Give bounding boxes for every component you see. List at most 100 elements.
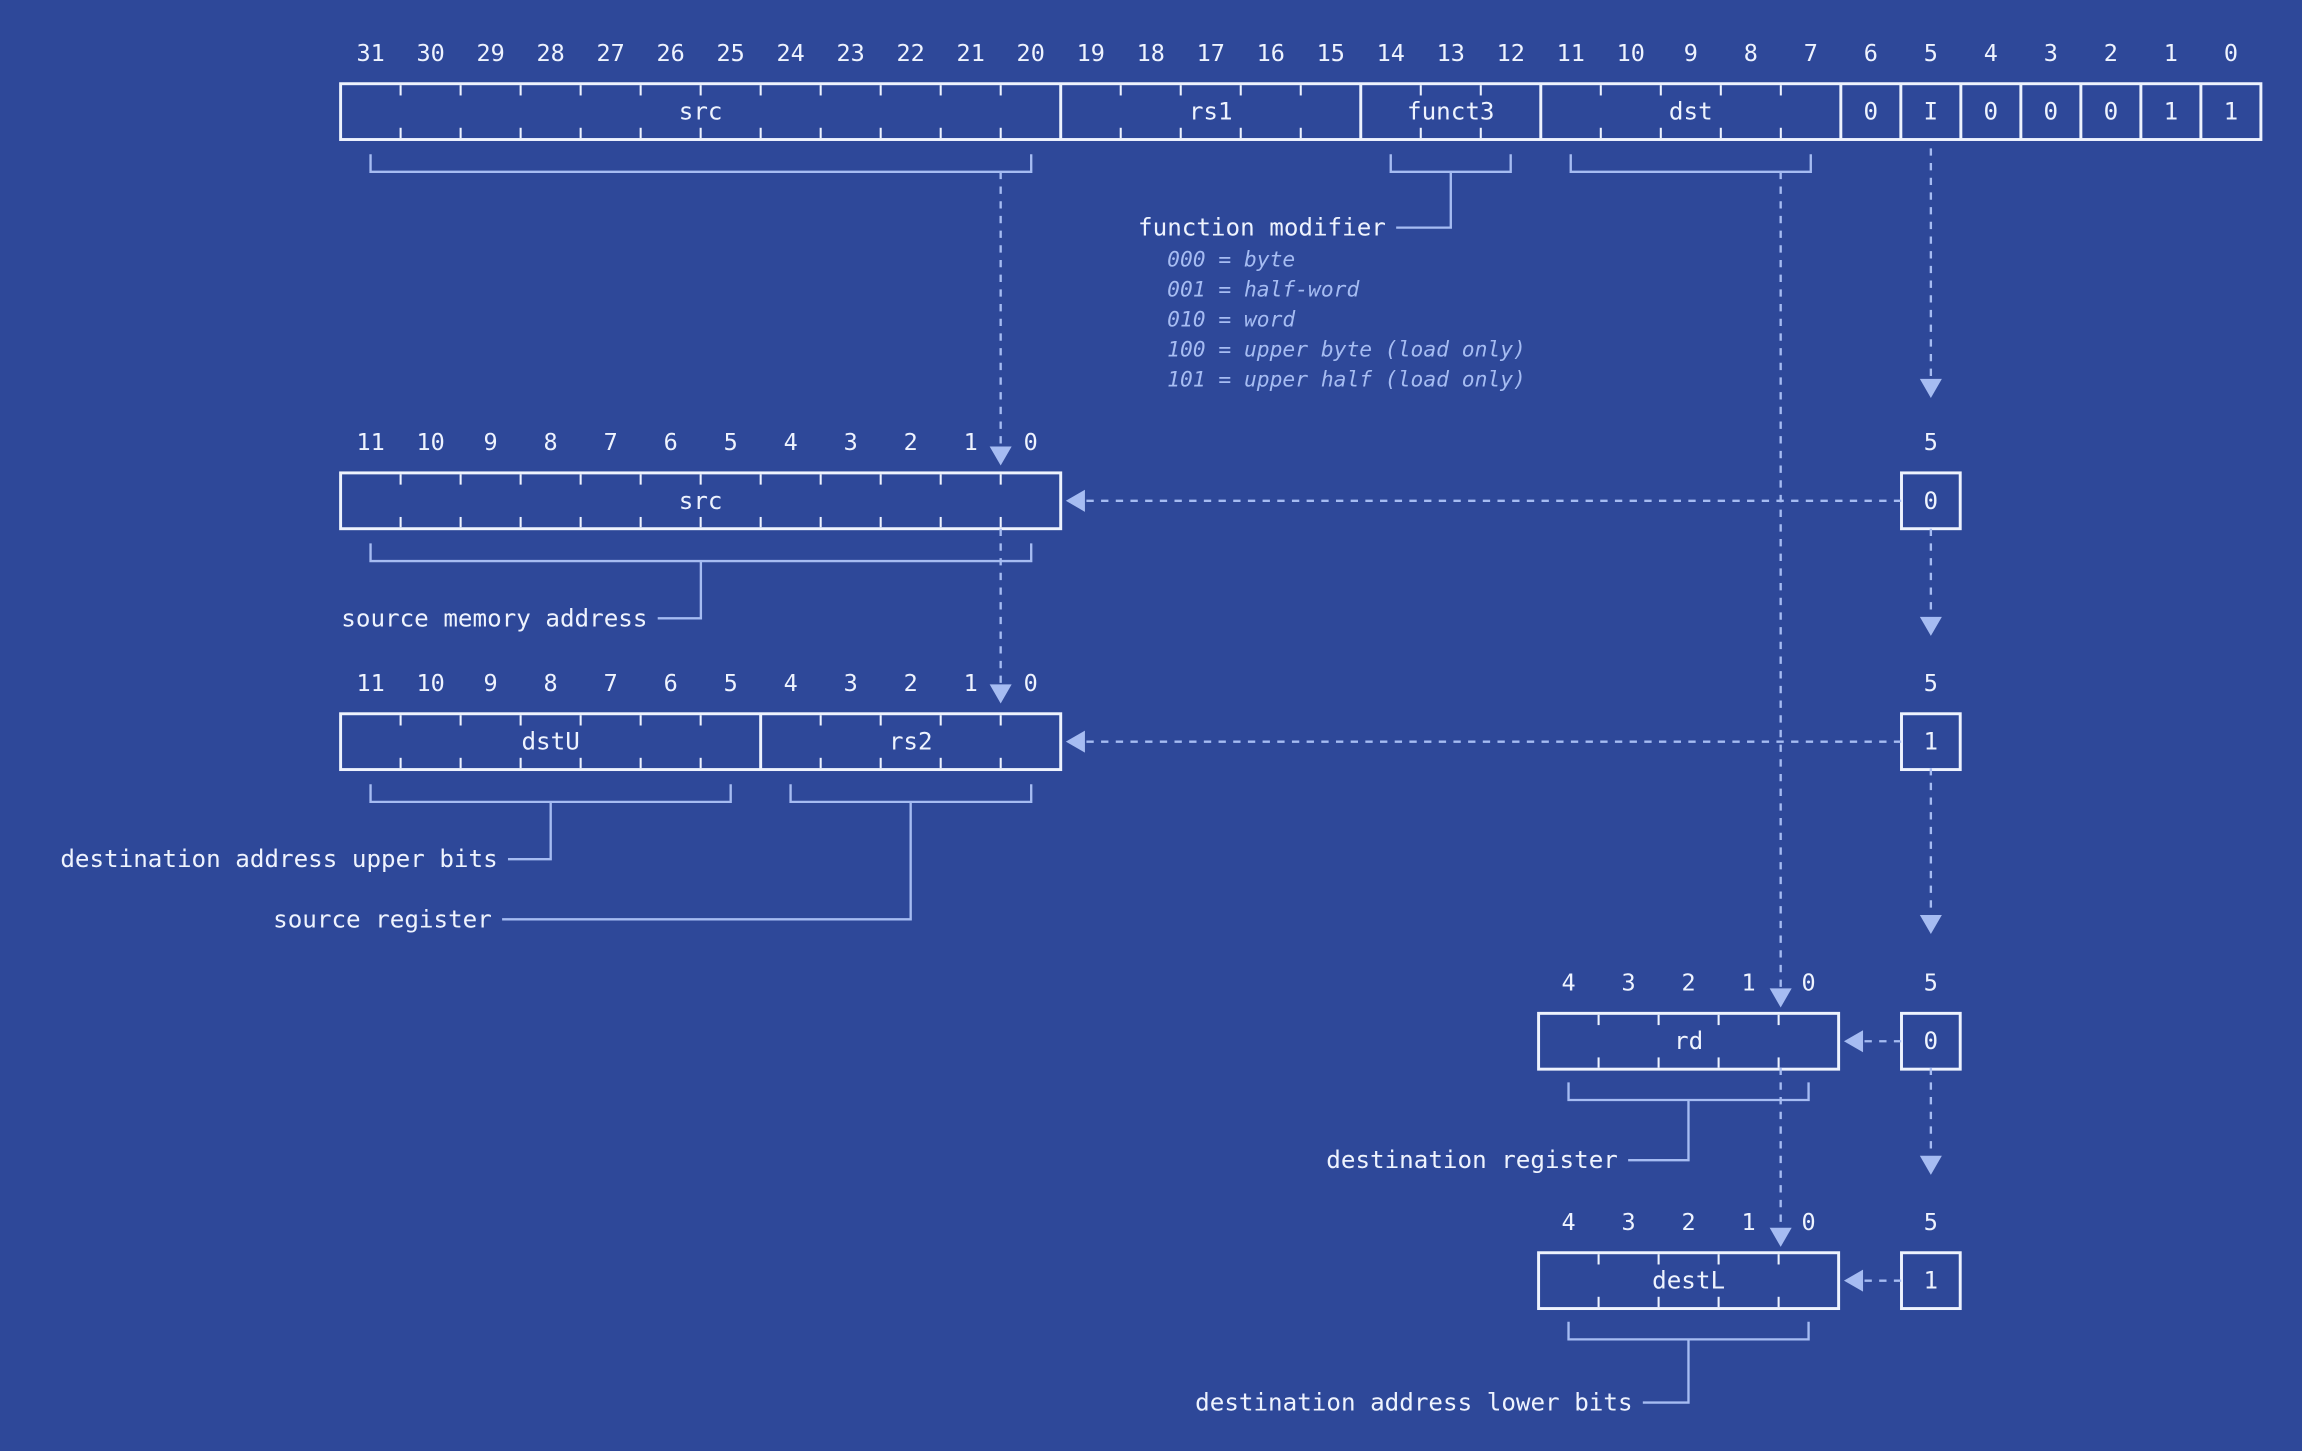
bit-number: 10 — [1617, 39, 1645, 67]
bit-number: 3 — [1622, 969, 1636, 997]
bit-number: 4 — [784, 428, 798, 456]
function-modifier-title: function modifier — [1138, 214, 1386, 242]
bit-number: 4 — [784, 669, 798, 697]
arrow-left-icon — [1065, 730, 1085, 753]
function-modifier-option: 000 = byte — [1167, 247, 1295, 272]
bit-number: 25 — [717, 39, 745, 67]
bit-number: 9 — [484, 428, 498, 456]
register-destl-box — [1537, 1251, 1841, 1311]
bit-number: 12 — [1497, 39, 1525, 67]
field-label-rs1: rs1 — [1189, 98, 1233, 126]
field-label-0: 0 — [2104, 98, 2119, 126]
selector-bit-number: 5 — [1924, 969, 1938, 997]
arrow-down-icon — [1769, 988, 1792, 1008]
annotation-connector — [502, 801, 912, 921]
bit-number: 0 — [1024, 428, 1038, 456]
function-modifier-option: 101 = upper half (load only) — [1167, 367, 1526, 392]
annotation-connector — [657, 561, 703, 620]
bit-number: 1 — [1742, 1208, 1756, 1236]
field-label-src: src — [679, 487, 723, 515]
bit-number: 8 — [544, 428, 558, 456]
annotation-destination-register: destination register — [1326, 1146, 1618, 1174]
bit-number: 7 — [1804, 39, 1818, 67]
bit-number: 10 — [416, 669, 444, 697]
bracket-rd — [1567, 1082, 1810, 1102]
bit-number: 5 — [724, 428, 738, 456]
bit-number: 28 — [536, 39, 564, 67]
bit-number: 3 — [844, 428, 858, 456]
bit-number: 11 — [1557, 39, 1585, 67]
bracket-dst — [1569, 154, 1812, 174]
bit-number: 7 — [604, 669, 618, 697]
bit-number: 22 — [897, 39, 925, 67]
bit-number: 16 — [1257, 39, 1285, 67]
bit-number: 24 — [777, 39, 805, 67]
selector-bit-number: 5 — [1924, 669, 1938, 697]
field-label-dst: dst — [1669, 98, 1713, 126]
bit-number: 3 — [1622, 1208, 1636, 1236]
annotation-source-register: source register — [273, 905, 492, 933]
bit-number: 2 — [2104, 39, 2118, 67]
bit-number: 0 — [1802, 1208, 1816, 1236]
annotation-source-memory-address: source memory address — [341, 604, 647, 632]
arrow-down-icon — [989, 446, 1012, 466]
bit-number: 9 — [1684, 39, 1698, 67]
bit-number: 3 — [844, 669, 858, 697]
bracket-rs2 — [789, 784, 1033, 804]
field-label-1: 1 — [2224, 98, 2239, 126]
bit-number: 0 — [2224, 39, 2238, 67]
selector-box-value: 1 — [1924, 728, 1939, 756]
bit-number: 4 — [1562, 1208, 1576, 1236]
bit-number: 1 — [964, 428, 978, 456]
arrow-down-icon — [989, 684, 1012, 704]
field-label-i: I — [1924, 98, 1939, 126]
bit-number: 30 — [416, 39, 444, 67]
arrow-down-icon — [1919, 914, 1942, 935]
bit-number: 4 — [1562, 969, 1576, 997]
field-label-destl: destL — [1652, 1267, 1725, 1295]
bit-number: 27 — [597, 39, 625, 67]
selector-box-value: 0 — [1924, 1027, 1939, 1055]
bit-number: 23 — [837, 39, 865, 67]
function-modifier-option: 001 = half-word — [1167, 277, 1360, 302]
bit-number: 31 — [356, 39, 384, 67]
selector-bit-number: 5 — [1924, 1208, 1938, 1236]
bit-number: 0 — [1024, 669, 1038, 697]
annotation-connector — [1628, 1099, 1690, 1162]
register-instruction-box — [339, 82, 2263, 141]
bracket-funct3 — [1389, 154, 1512, 174]
selector-box-3 — [1900, 1251, 1962, 1311]
bit-number: 1 — [2164, 39, 2178, 67]
bit-number: 2 — [1682, 1208, 1696, 1236]
bit-number: 11 — [356, 428, 384, 456]
bit-number: 6 — [664, 428, 678, 456]
bit-number: 3 — [2044, 39, 2058, 67]
register-src-address-box — [339, 471, 1063, 531]
bit-number: 5 — [724, 669, 738, 697]
bit-number: 18 — [1137, 39, 1165, 67]
bracket-dstu — [369, 784, 732, 804]
bit-number: 29 — [476, 39, 504, 67]
arrow-down-icon — [1769, 1227, 1792, 1247]
arrow-down-icon — [1919, 1155, 1942, 1175]
bit-number: 8 — [1744, 39, 1758, 67]
annotation-connector — [1396, 171, 1452, 229]
arrow-left-icon — [1065, 489, 1085, 512]
bit-number: 21 — [957, 39, 985, 67]
bit-number: 2 — [904, 428, 918, 456]
annotation-destination-address-lower-bits: destination address lower bits — [1195, 1389, 1632, 1417]
field-label-funct3: funct3 — [1407, 98, 1494, 126]
bit-number: 2 — [904, 669, 918, 697]
bit-number: 13 — [1437, 39, 1465, 67]
register-rd-box — [1537, 1011, 1841, 1071]
bit-number: 6 — [664, 669, 678, 697]
bit-number: 8 — [544, 669, 558, 697]
selector-bit-number: 5 — [1924, 428, 1938, 456]
bit-number: 17 — [1197, 39, 1225, 67]
field-label-src: src — [679, 98, 723, 126]
bit-number: 2 — [1682, 969, 1696, 997]
field-label-0: 0 — [2044, 98, 2059, 126]
arrow-left-icon — [1843, 1030, 1864, 1053]
bracket-destl — [1567, 1321, 1810, 1341]
